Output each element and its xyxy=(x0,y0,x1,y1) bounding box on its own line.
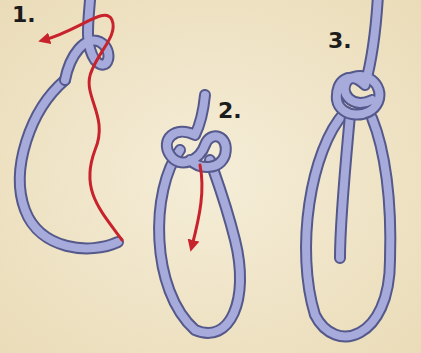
step-number: 2. xyxy=(218,100,242,122)
step-number: 3. xyxy=(328,30,352,52)
step-number: 1. xyxy=(12,4,36,26)
red-arrow xyxy=(192,165,202,246)
rope-figure-1 xyxy=(20,0,122,248)
rope-figure-2 xyxy=(159,95,240,333)
rope-figure-3 xyxy=(306,0,390,336)
red-arrow xyxy=(44,15,122,240)
